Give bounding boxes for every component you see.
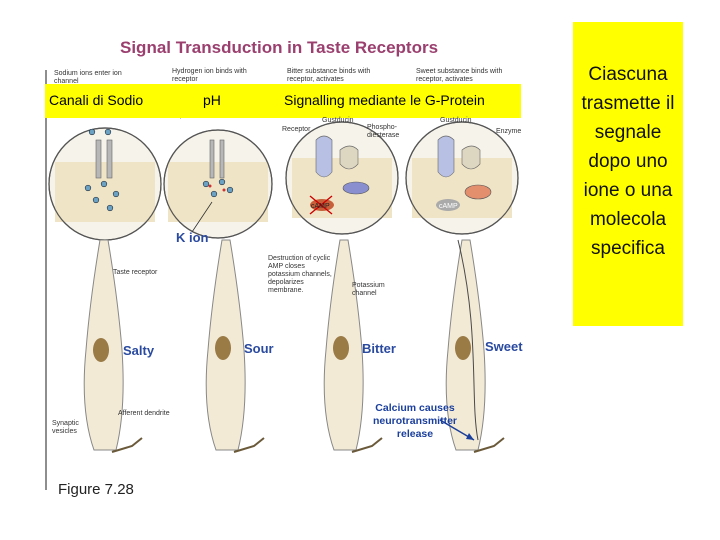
label-gustducin-sweet: Gustducin <box>440 117 472 124</box>
cell-nuclei <box>93 336 471 362</box>
label-potassium-channel: Potassium channel <box>352 282 385 297</box>
taste-sour: Sour <box>244 341 274 356</box>
label-g-protein: Signalling mediante le G-Protein <box>284 92 485 108</box>
note-sodium: Sodium ions enter ion channel <box>54 70 122 85</box>
label-synaptic-vesicles: Synaptic vesicles <box>52 420 79 435</box>
label-camp-sweet: cAMP <box>439 203 458 210</box>
taste-sweet: Sweet <box>485 339 523 354</box>
sweet-circle <box>405 121 519 235</box>
label-sodium-channels: Canali di Sodio <box>49 92 144 108</box>
note-sweet: Sweet substance binds with receptor, act… <box>416 68 503 83</box>
label-destruction-camp: Destruction of cyclic AMP closes potassi… <box>268 255 332 294</box>
calcium-caption: Calcium causes neurotransmitter release <box>372 402 457 440</box>
sour-circle <box>163 129 273 239</box>
label-gustducin-bitter: Gustducin <box>322 117 354 124</box>
label-k-ion: K ion <box>176 230 209 245</box>
label-phosphodiesterase: Phospho-diesterase <box>367 124 400 139</box>
note-bitter: Bitter substance binds with receptor, ac… <box>287 68 371 83</box>
label-camp-bitter: cAMP <box>311 203 330 210</box>
bitter-circle <box>285 121 399 235</box>
label-receptor: Receptor <box>282 126 311 133</box>
salty-circle <box>48 127 162 241</box>
note-hydrogen: Hydrogen ion binds with receptor <box>172 68 247 83</box>
side-note: Ciascuna trasmette il segnale dopo uno i… <box>573 22 683 326</box>
diagram-title: Signal Transduction in Taste Receptors <box>120 38 439 57</box>
taste-salty: Salty <box>123 343 155 358</box>
taste-bitter: Bitter <box>362 341 396 356</box>
label-enzyme: Enzyme <box>496 128 522 135</box>
label-ph: pH <box>203 92 221 108</box>
highlight-bar <box>45 84 521 118</box>
label-taste-receptor: Taste receptor <box>113 269 158 276</box>
afferent-dendrites <box>111 437 505 453</box>
calcium-arrow <box>457 239 479 441</box>
label-afferent-dendrite: Afferent dendrite <box>118 410 170 417</box>
figure-number: Figure 7.28 <box>58 481 134 498</box>
